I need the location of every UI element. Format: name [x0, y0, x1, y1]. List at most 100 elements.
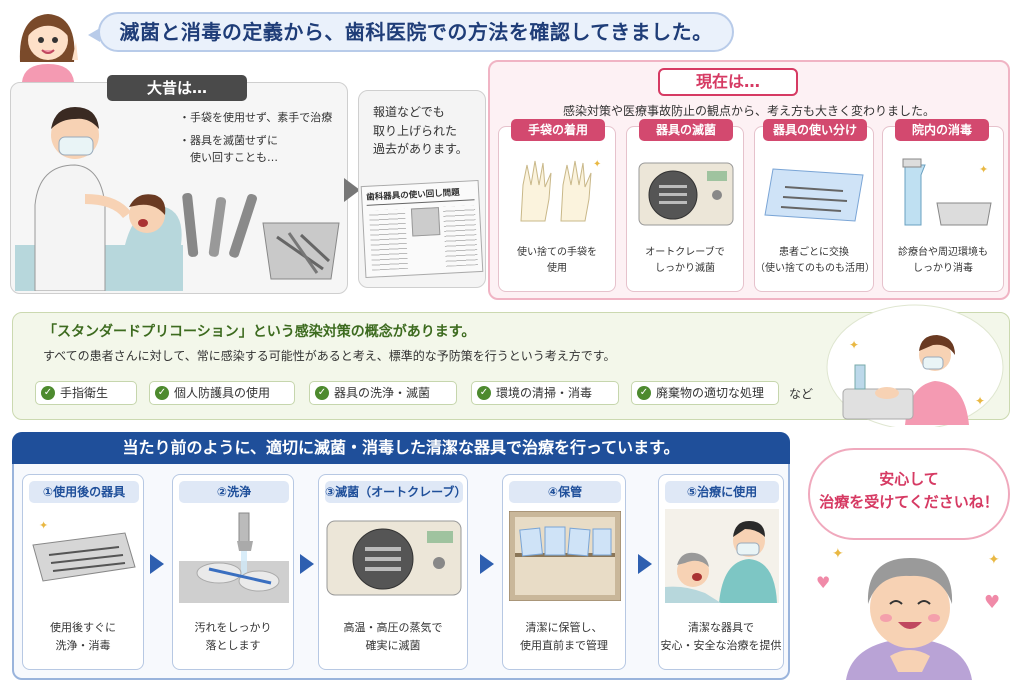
- step-tag: ⑤治療に使用: [665, 481, 779, 503]
- top-speech-bubble: 滅菌と消毒の定義から、歯科医院での方法を確認してきました。: [88, 12, 734, 52]
- svg-text:✦: ✦: [593, 159, 601, 170]
- now-card-desc-2: しっかり滅菌: [655, 262, 715, 274]
- heart-icon: ♥: [984, 592, 1000, 613]
- standard-suffix: など: [789, 387, 814, 401]
- patient-message-line-1: 安心して: [879, 470, 939, 488]
- standard-item-label: 廃棄物の適切な処理: [656, 386, 765, 400]
- old-times-title: 大昔は…: [107, 75, 247, 101]
- now-card-desc-1: オートクレーブで: [645, 247, 725, 258]
- step-tag: ④保管: [509, 481, 621, 503]
- elderly-patient-illustration: ♥ ♥ ✦ ✦: [816, 546, 1000, 680]
- now-card-desc: 診療台や周辺環境も しっかり消毒: [883, 245, 1003, 276]
- now-card-sterilize: 器具の滅菌 オートクレーブで しっかり滅菌: [626, 119, 744, 292]
- step-desc-1: 清潔に保管し、: [525, 620, 603, 634]
- step-desc: 高温・高圧の蒸気で 確実に滅菌: [319, 619, 467, 655]
- now-title: 現在は…: [658, 68, 798, 96]
- gloves-icon: ✦: [520, 159, 601, 222]
- news-note: 報道などでも 取り上げられた 過去があります。: [373, 103, 468, 159]
- news-note-line-3: 過去があります。: [373, 142, 468, 157]
- arrow-right-icon: [300, 554, 314, 574]
- standard-line-1: 「スタンダードプリコーション」という感染対策の概念があります。: [43, 324, 476, 340]
- newspaper-text-lines-2: [442, 205, 478, 267]
- old-times-panel: 大昔は… ・手袋を使用せず、素手で治療 ・器具を滅菌せずに 使い回すことも…: [10, 75, 348, 294]
- now-card-gloves: 手袋の着用 ✦ 使い捨ての手袋を 使用: [498, 119, 616, 292]
- now-card-tag: 器具の滅菌: [639, 119, 733, 141]
- standard-item-label: 環境の清掃・消毒: [496, 386, 593, 400]
- standard-precaution-panel: 「スタンダードプリコーション」という感染対策の概念があります。 すべての患者さん…: [12, 304, 1010, 427]
- step-tag: ②洗浄: [179, 481, 289, 503]
- old-bullet-1: ・手袋を使用せず、素手で治療: [179, 111, 333, 124]
- storage-cabinet-illustration: [509, 511, 621, 601]
- newspaper: 歯科器具の使い回し問題: [360, 179, 484, 279]
- check-icon: ✓: [41, 386, 55, 400]
- step-desc-2: 落とします: [205, 638, 261, 652]
- sparkle-icon: ✦: [988, 552, 1000, 568]
- now-card-desc-1: 患者ごとに交換: [779, 247, 849, 258]
- step-desc-1: 使用後すぐに: [50, 620, 116, 634]
- svg-text:✦: ✦: [849, 338, 859, 352]
- arrow-right-icon: [344, 178, 360, 202]
- now-card-desc-2: 使用: [547, 262, 567, 274]
- old-times-bullets: ・手袋を使用せず、素手で治療 ・器具を滅菌せずに 使い回すことも…: [179, 109, 347, 166]
- svg-text:✦: ✦: [975, 394, 985, 408]
- now-card-disinfect: 院内の消毒 ✦ 診療台や周辺環境も しっかり消毒: [882, 119, 1004, 292]
- top-message: 滅菌と消毒の定義から、歯科医院での方法を確認してきました。: [119, 20, 713, 44]
- now-subtitle: 感染対策や医療事故防止の観点から、考え方も大きく変わりました。: [562, 104, 935, 118]
- svg-text:✦: ✦: [979, 163, 988, 176]
- step-desc: 汚れをしっかり 落とします: [173, 619, 293, 655]
- tool-tray-illustration: ✦: [32, 519, 136, 582]
- now-panel: 現在は… 感染対策や医療事故防止の観点から、考え方も大きく変わりました。 手袋の…: [488, 60, 1010, 300]
- step-tag: ①使用後の器具: [29, 481, 139, 503]
- now-card-tag: 器具の使い分け: [763, 119, 867, 141]
- now-card-desc-2: （使い捨てのものも活用）: [755, 262, 875, 274]
- step-wash: ②洗浄 汚れをしっかり 落とします: [172, 474, 294, 670]
- arrow-right-icon: [638, 554, 652, 574]
- treatment-illustration: [665, 509, 779, 603]
- sterile-pack-icon: [764, 168, 864, 222]
- standard-item: ✓廃棄物の適切な処理: [631, 381, 779, 405]
- news-note-line-2: 取り上げられた: [373, 123, 458, 138]
- check-icon: ✓: [477, 386, 491, 400]
- step-tag: ③滅菌（オートクレーブ）: [325, 481, 466, 503]
- step-used-tools: ①使用後の器具 ✦ 使用後すぐに 洗浄・消毒: [22, 474, 144, 670]
- spray-bottle-icon: ✦: [902, 158, 992, 226]
- standard-item: ✓ 個人防護具の使用: [149, 381, 295, 405]
- check-icon: ✓: [315, 386, 329, 400]
- standard-item: ✓ 環境の清掃・消毒: [471, 381, 619, 405]
- news-note-panel: 報道などでも 取り上げられた 過去があります。 歯科器具の使い回し問題: [358, 90, 486, 288]
- newspaper-headline: 歯科器具の使い回し問題: [365, 185, 475, 206]
- standard-item: ✓器具の洗浄・滅菌: [309, 381, 457, 405]
- now-card-desc-1: 使い捨ての手袋を: [517, 247, 597, 258]
- standard-item-label: 手指衛生: [60, 386, 109, 400]
- washing-illustration: [179, 512, 289, 603]
- step-desc-2: 安心・安全な治療を提供: [660, 638, 782, 652]
- step-desc-2: 使用直前まで管理: [520, 638, 608, 652]
- staff-avatar-top: [19, 14, 78, 82]
- step-sterilize: ③滅菌（オートクレーブ） 高温・高圧の蒸気で 確実に滅菌: [318, 474, 468, 670]
- standard-line-2: すべての患者さんに対して、常に感染する可能性があると考え、標準的な予防策を行うと…: [43, 349, 616, 363]
- newspaper-photo: [410, 207, 441, 237]
- now-card-desc: オートクレーブで しっかり滅菌: [627, 245, 743, 276]
- step-desc-1: 清潔な器具で: [688, 620, 754, 634]
- now-card-desc: 患者ごとに交換 （使い捨てのものも活用）: [755, 245, 875, 276]
- autoclave-icon: [638, 162, 734, 226]
- now-card-separate: 器具の使い分け 患者ごとに交換 （使い捨てのものも活用）: [754, 119, 875, 292]
- process-header: 当たり前のように、適切に滅菌・消毒した清潔な器具で治療を行っています。: [12, 432, 790, 464]
- handpiece-tools-illustration: [182, 193, 340, 280]
- old-bullet-2: ・器具を滅菌せずに: [179, 134, 278, 148]
- step-treatment: ⑤治療に使用 清潔な器具で 安心・安全な治療を提供: [658, 474, 784, 670]
- standard-item-label: 個人防護具の使用: [174, 386, 271, 400]
- step-desc-2: 洗浄・消毒: [55, 638, 111, 652]
- now-card-tag: 手袋の着用: [511, 119, 605, 141]
- now-card-desc-1: 診療台や周辺環境も: [898, 247, 988, 258]
- standard-item: ✓ 手指衛生: [35, 381, 137, 405]
- svg-text:✦: ✦: [39, 519, 48, 532]
- now-card-desc-2: しっかり消毒: [913, 262, 973, 274]
- check-icon: ✓: [155, 386, 169, 400]
- patient-message: 安心して 治療を受けてくださいね！: [810, 450, 1008, 513]
- step-desc-2: 確実に滅菌: [365, 638, 421, 652]
- news-note-line-1: 報道などでも: [373, 105, 445, 119]
- autoclave-illustration: [326, 520, 462, 596]
- step-desc: 使用後すぐに 洗浄・消毒: [23, 619, 143, 655]
- newspaper-text-lines: [368, 208, 409, 271]
